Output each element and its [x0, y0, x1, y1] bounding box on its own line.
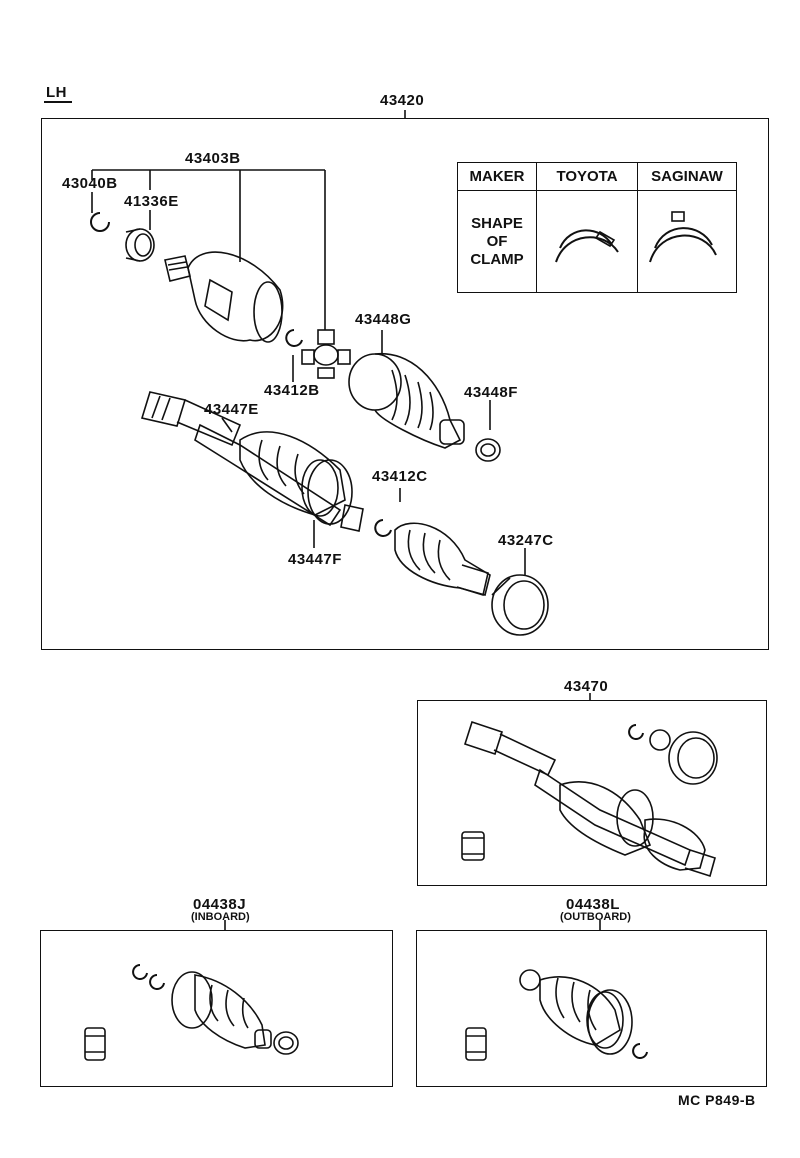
part-43448G: 43448G [355, 311, 412, 328]
table-row-label: SHAPE OF CLAMP [457, 190, 537, 293]
figure-code: MC P849-B [678, 1092, 756, 1108]
part-43448F: 43448F [464, 384, 518, 401]
shaft-assembly-number: 43470 [564, 678, 609, 695]
kit-number-outboard: 04438L [566, 896, 620, 913]
toyota-clamp-cell [536, 190, 638, 293]
assembly-number: 43420 [380, 92, 425, 109]
part-43412C: 43412C [372, 468, 428, 485]
row-label-line1: SHAPE [471, 214, 523, 232]
part-43403B: 43403B [185, 150, 241, 167]
table-header-toyota: TOYOTA [536, 162, 638, 191]
side-label: LH [46, 84, 67, 101]
part-43040B: 43040B [62, 175, 118, 192]
kit-note-outboard: (OUTBOARD) [560, 911, 631, 923]
kit-note-inboard: (INBOARD) [191, 911, 250, 923]
kit-number-inboard: 04438J [193, 896, 247, 913]
part-41336E: 41336E [124, 193, 179, 210]
kit-frame-inboard [40, 930, 393, 1087]
row-label-line2: OF [486, 232, 508, 250]
table-header-saginaw: SAGINAW [637, 162, 737, 191]
kit-frame-outboard [416, 930, 767, 1087]
assembly-frame-43420 [41, 118, 769, 650]
table-header-maker: MAKER [457, 162, 537, 191]
part-43447E: 43447E [204, 401, 259, 418]
part-43447F: 43447F [288, 551, 342, 568]
assembly-frame-43470 [417, 700, 767, 886]
saginaw-clamp-cell [637, 190, 737, 293]
part-43412B: 43412B [264, 382, 320, 399]
row-label-line3: CLAMP [470, 250, 524, 268]
clamp-shape-table: MAKER TOYOTA SAGINAW SHAPE OF CLAMP [457, 162, 737, 293]
part-43247C: 43247C [498, 532, 554, 549]
